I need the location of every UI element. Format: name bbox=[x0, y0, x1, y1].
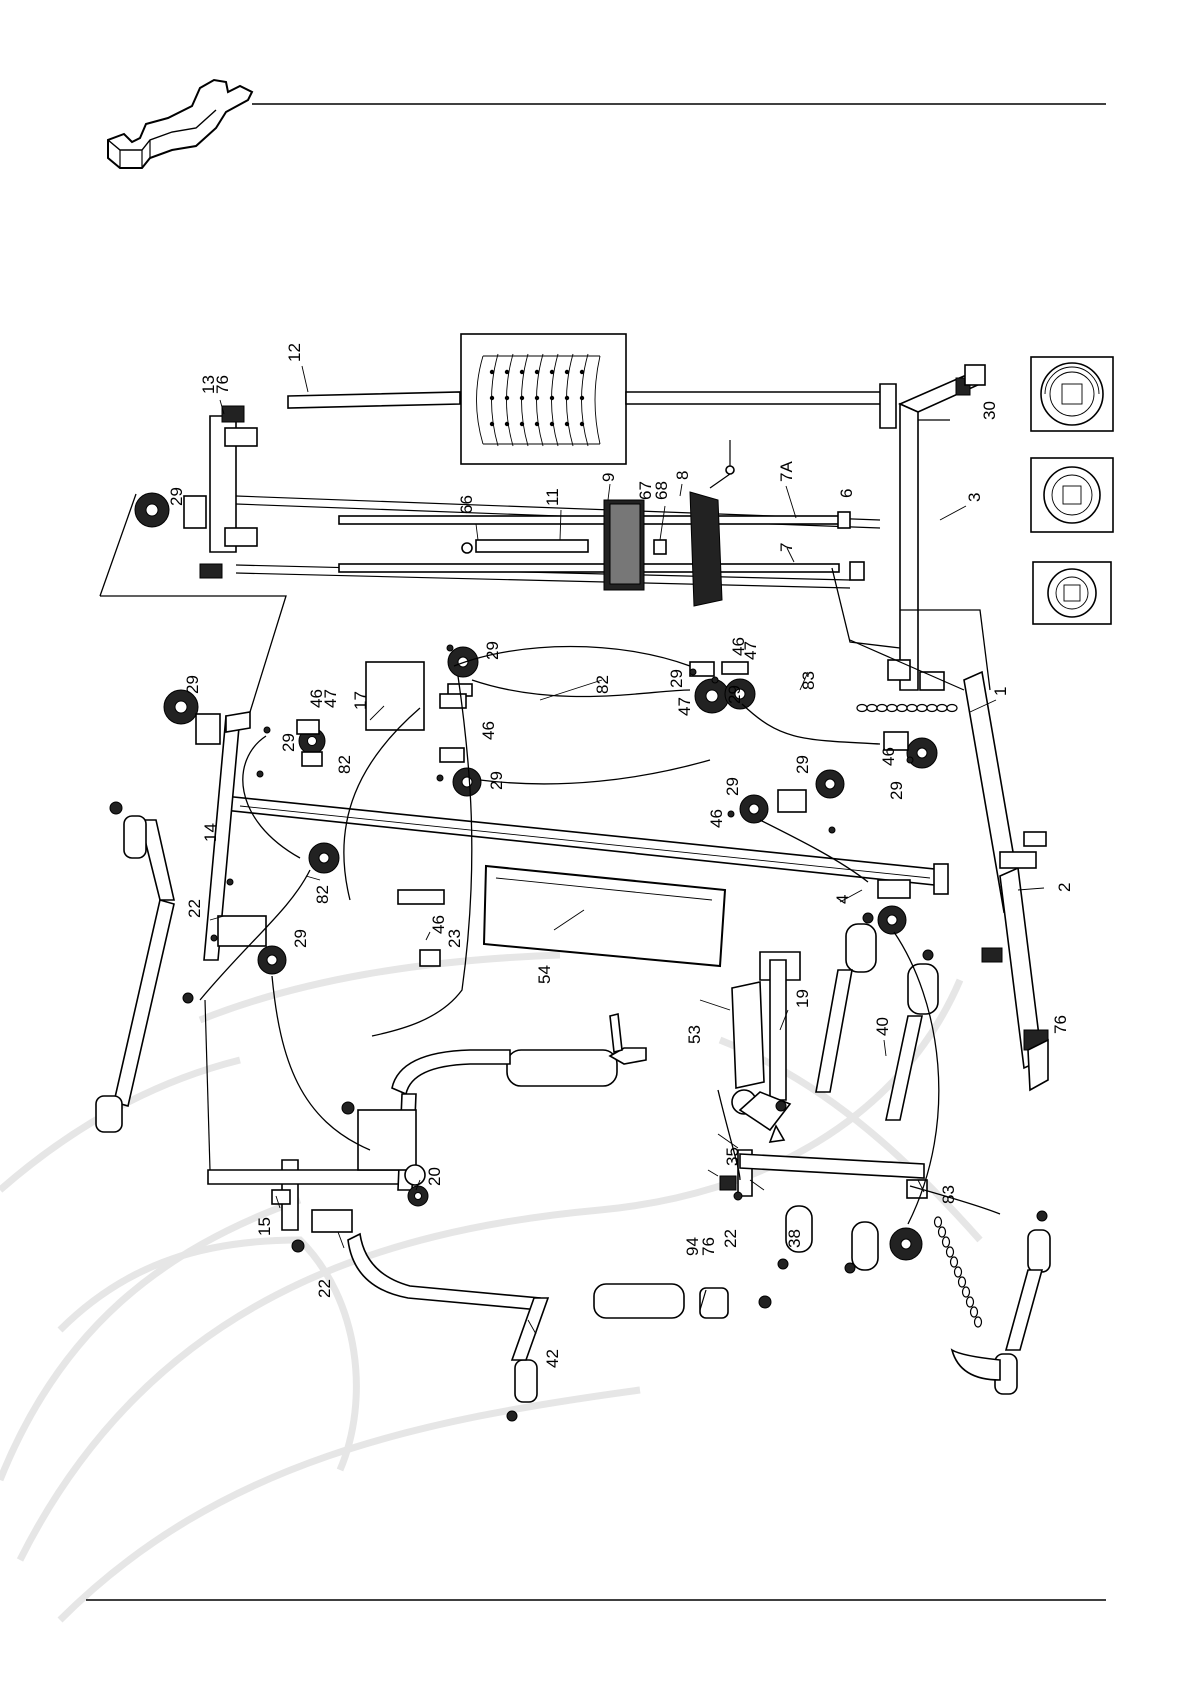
part-label: 7A bbox=[777, 461, 796, 482]
part-label: 29 bbox=[291, 929, 310, 948]
seat-pad bbox=[484, 866, 725, 966]
pulley-detail-inset-large bbox=[1031, 357, 1113, 431]
part-label: 8 bbox=[673, 471, 692, 480]
part-label: 29 bbox=[887, 781, 906, 800]
pulley-right-a bbox=[695, 679, 729, 713]
pulley-left-upper bbox=[164, 690, 198, 724]
part-label: 9 bbox=[599, 473, 618, 482]
pulley-far-right bbox=[907, 738, 937, 768]
part-label: 29 bbox=[725, 685, 744, 704]
part-label: 29 bbox=[483, 641, 502, 660]
part-label: 14 bbox=[201, 823, 220, 842]
pulley-detail-inset-small bbox=[1033, 562, 1111, 624]
part-label: 47 bbox=[741, 641, 760, 660]
pulley-top-left bbox=[135, 493, 169, 527]
part-label: 11 bbox=[543, 488, 562, 506]
part-label: 76 bbox=[699, 1237, 718, 1256]
part-labels: 12 13 76 29 66 11 9 67 68 8 7A 6 7 30 3 … bbox=[167, 343, 1074, 1368]
pulley-lower-frame bbox=[408, 1186, 428, 1206]
part-label: 46 bbox=[707, 809, 726, 828]
part-label: 82 bbox=[593, 675, 612, 694]
part-label: 38 bbox=[785, 1229, 804, 1248]
part-label: 29 bbox=[279, 733, 298, 752]
part-label: 83 bbox=[799, 671, 818, 690]
part-label: 46 bbox=[479, 721, 498, 740]
part-label: 15 bbox=[255, 1217, 274, 1236]
pulley-detail-inset-medium bbox=[1031, 458, 1113, 532]
part-label: 23 bbox=[445, 929, 464, 948]
part-label: 82 bbox=[335, 755, 354, 774]
part-label: 6 bbox=[837, 489, 856, 498]
pulley-beam-end bbox=[878, 906, 906, 934]
part-label: 54 bbox=[535, 965, 554, 984]
part-label: 35 bbox=[723, 1147, 742, 1166]
part-label: 47 bbox=[321, 689, 340, 708]
part-label: 68 bbox=[652, 481, 671, 500]
part-label: 29 bbox=[793, 755, 812, 774]
weight-stack-inset bbox=[461, 334, 626, 464]
part-label: 22 bbox=[185, 899, 204, 918]
pulley-bottom-right bbox=[890, 1228, 922, 1260]
part-label: 53 bbox=[685, 1025, 704, 1044]
part-label: 2 bbox=[1055, 883, 1074, 892]
part-label: 83 bbox=[939, 1185, 958, 1204]
part-label: 19 bbox=[793, 989, 812, 1008]
part-label: 12 bbox=[285, 343, 304, 362]
part-label: 17 bbox=[351, 691, 370, 710]
part-label: 47 bbox=[675, 697, 694, 716]
part-label: 76 bbox=[213, 375, 232, 394]
part-label: 3 bbox=[965, 493, 984, 502]
part-label: 29 bbox=[183, 675, 202, 694]
pulley-mid-lower bbox=[453, 768, 481, 796]
cables bbox=[100, 494, 1000, 1224]
part-label: 22 bbox=[721, 1229, 740, 1248]
part-label: 29 bbox=[167, 487, 186, 506]
part-label: 29 bbox=[667, 669, 686, 688]
part-label: 1 bbox=[991, 687, 1010, 696]
part-label: 40 bbox=[873, 1017, 892, 1036]
part-label: 4 bbox=[833, 895, 852, 904]
chain-upper bbox=[857, 705, 957, 712]
part-label: 29 bbox=[723, 777, 742, 796]
part-label: 20 bbox=[425, 1167, 444, 1186]
part-label: 46 bbox=[879, 747, 898, 766]
part-label: 42 bbox=[543, 1349, 562, 1368]
part-label: 7 bbox=[777, 543, 796, 552]
pulley-right-mid bbox=[740, 795, 768, 823]
wrench-icon bbox=[108, 80, 252, 168]
part-label: 29 bbox=[487, 771, 506, 790]
part-label: 76 bbox=[1051, 1015, 1070, 1034]
part-label: 66 bbox=[457, 495, 476, 514]
pulley-right-c bbox=[816, 770, 844, 798]
part-label: 82 bbox=[313, 885, 332, 904]
pulley-frame-left bbox=[309, 843, 339, 873]
part-label: 22 bbox=[315, 1279, 334, 1298]
part-label: 30 bbox=[980, 401, 999, 420]
pulley-lower-left bbox=[258, 946, 286, 974]
backrest-assembly bbox=[732, 952, 800, 1142]
